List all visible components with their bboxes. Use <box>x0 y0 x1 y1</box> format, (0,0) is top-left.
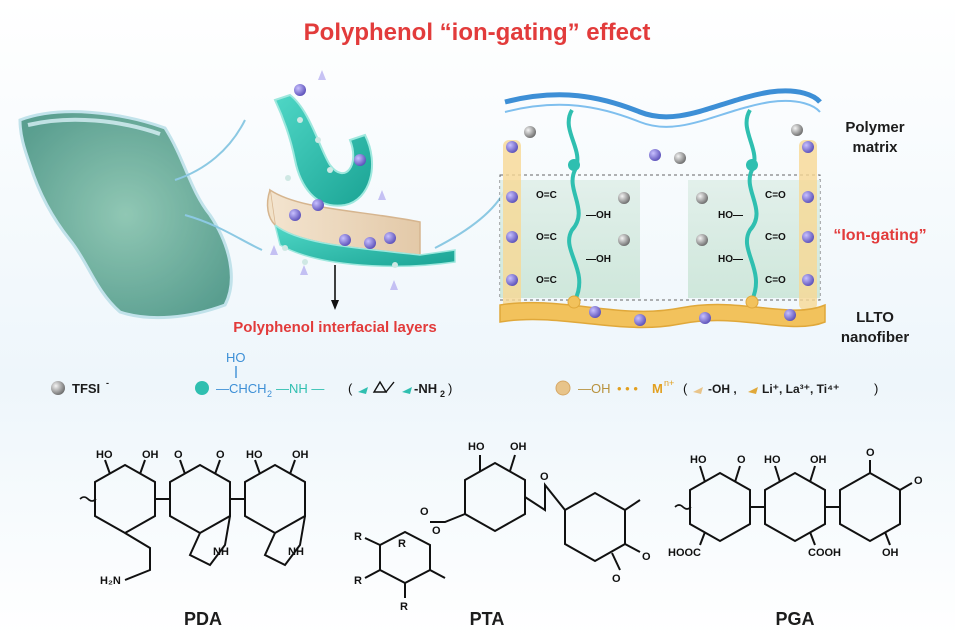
catechol-unit-icon <box>195 381 209 395</box>
pga-label-4: O <box>866 447 875 459</box>
pga-label-7: COOH <box>808 547 841 559</box>
molecule-pta: HO OH O O O O O R R R R <box>354 441 651 613</box>
pta-label-10: R <box>398 538 406 550</box>
epoxy-mini-icon <box>358 387 368 394</box>
pta-label-5: R <box>354 531 362 543</box>
polymer-label-2: matrix <box>852 139 898 156</box>
legend-nh2: -NH <box>414 381 437 396</box>
zoom-line-upper <box>174 119 246 181</box>
pta-label-1: OH <box>510 441 527 453</box>
pta-label-4: O <box>642 551 651 563</box>
tfsi-symbol-icon <box>51 381 65 395</box>
sparkle-decor <box>270 70 398 290</box>
svg-text:(: ( <box>683 381 688 396</box>
pda-label-0: HO <box>96 449 113 461</box>
legend-paren-open: ( <box>348 381 353 396</box>
epoxide-icon <box>372 380 388 393</box>
pda-label-2: O <box>174 449 183 461</box>
pga-label-3: OH <box>810 454 827 466</box>
pga-label-8: OH <box>882 547 899 559</box>
pga-name: PGA <box>775 609 814 629</box>
legend-chain-end: —NH — <box>276 381 324 396</box>
pta-label-6: R <box>354 575 362 587</box>
chain-functional-groups: O=C O=C O=C —OH —OH C=O C=O C=O HO— HO— <box>536 190 786 286</box>
fiber-li-ions <box>289 84 396 249</box>
ho-right-1: HO— <box>718 210 743 221</box>
pta-label-9: O <box>432 525 441 537</box>
legend-m-sup: n+ <box>664 378 674 388</box>
ho-right-2: HO— <box>718 254 743 265</box>
co-right-2: C=O <box>765 232 786 243</box>
pda-label-6: NH <box>213 546 229 558</box>
co-right-3: C=O <box>765 275 786 286</box>
pda-label-7: NH <box>288 546 304 558</box>
pga-label-1: O <box>737 454 746 466</box>
polymer-label-1: Polymer <box>845 119 904 136</box>
legend-ions: Li⁺, La³⁺, Ti⁴⁺ <box>762 382 839 396</box>
pga-label-6: HOOC <box>668 547 701 559</box>
pta-label-8: O <box>420 506 429 518</box>
pta-label-7: R <box>400 601 408 613</box>
legend-ho: HO <box>226 350 246 365</box>
legend-oh2: -OH , <box>708 382 737 396</box>
pda-name: PDA <box>184 609 222 629</box>
pda-label-1: OH <box>142 449 159 461</box>
gallol-unit-icon <box>555 380 571 396</box>
pta-label-2: O <box>540 471 549 483</box>
co-left-1: O=C <box>536 190 557 201</box>
legend-m: M <box>652 381 663 396</box>
ion-gating-label: “Ion-gating” <box>833 227 926 244</box>
legend-nh2-sub: 2 <box>440 389 445 399</box>
pta-label-3: O <box>612 573 621 585</box>
co-left-3: O=C <box>536 275 557 286</box>
legend-row: TFSI - HO —CHCH 2 —NH — ( -NH 2 ) —OH • … <box>51 350 878 399</box>
pda-label-3: O <box>216 449 225 461</box>
pta-label-0: HO <box>468 441 485 453</box>
molecule-pda: HO OH O O HO OH NH NH H₂N <box>79 449 309 587</box>
co-right-1: C=O <box>765 190 786 201</box>
interfacial-label: Polyphenol interfacial layers <box>233 319 436 336</box>
legend-oh: —OH <box>578 381 611 396</box>
oh-left-1: —OH <box>586 210 611 221</box>
fiber-illustration <box>266 93 456 268</box>
legend-tfsi: TFSI <box>72 381 100 396</box>
pga-label-0: HO <box>690 454 707 466</box>
llto-label-2: nanofiber <box>841 329 909 346</box>
llto-label-1: LLTO <box>856 309 894 326</box>
pda-label-8: H₂N <box>100 575 121 587</box>
oh-left-2: —OH <box>586 254 611 265</box>
panel-tfsi-anions <box>524 124 803 246</box>
svg-text:): ) <box>448 381 452 396</box>
pda-label-5: OH <box>292 449 309 461</box>
molecule-pga: HO O HO OH O O HOOC COOH OH <box>668 447 923 559</box>
legend-dots: • • • <box>617 381 638 396</box>
pda-label-4: HO <box>246 449 263 461</box>
membrane-illustration <box>18 110 233 320</box>
pga-label-2: HO <box>764 454 781 466</box>
legend-tfsi-sup: - <box>106 378 109 388</box>
pta-name: PTA <box>470 609 505 629</box>
page-title: Polyphenol “ion-gating” effect <box>304 19 651 46</box>
panel-li-ions <box>506 141 814 326</box>
legend-chain-sub: 2 <box>267 389 272 399</box>
pga-label-5: O <box>914 475 923 487</box>
co-left-2: O=C <box>536 232 557 243</box>
svg-text:): ) <box>874 381 878 396</box>
gating-panel <box>499 88 826 329</box>
zoom-line-lower <box>184 214 263 251</box>
legend-chain: —CHCH <box>216 381 267 396</box>
